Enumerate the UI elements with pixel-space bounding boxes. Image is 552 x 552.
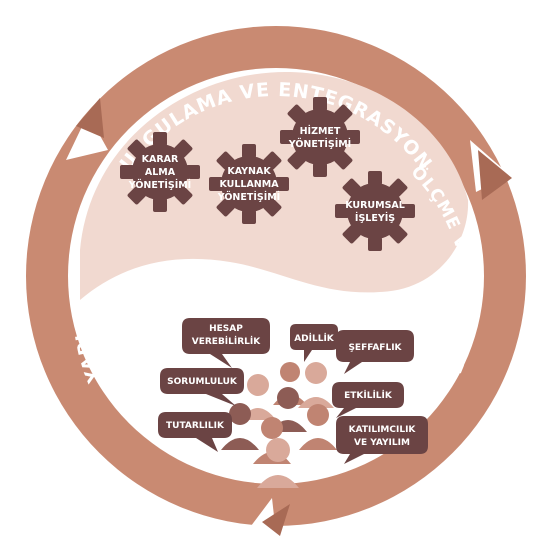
gear-hizmet: HİZMET YÖNETİŞİMİ [280,97,360,177]
bubble-etkililik: ETKİLİLİK [332,382,404,418]
gear-karar-line-2: ALMA [145,167,176,178]
gear-kaynak-line-3: YÖNETİŞİMİ [217,192,280,203]
bubble-sorumluluk-text: SORUMLULUK [167,377,238,387]
bubble-tutarlilik: TUTARLILIK [158,412,232,452]
gear-kaynak: KAYNAK KULLANMA YÖNETİŞİMİ [209,144,289,224]
gear-kurumsal-line-1: KURUMSAL [345,200,405,211]
bubble-katilimcilik-line-1: KATILIMCILIK [349,425,417,435]
ring-arrow-bottom [262,504,290,536]
bubble-adillik-text: ADİLLİK [294,333,335,344]
gear-hizmet-line-1: HİZMET [300,126,341,137]
ring-arrow-left [76,98,104,138]
bubble-seffaflik: ŞEFFAFLIK [336,330,414,374]
bubble-hesap: HESAP VEREBİLİRLİK [182,318,270,368]
ring-divider-left [66,114,108,160]
gear-kaynak-line-1: KAYNAK [227,166,271,177]
ring-arrow-right [478,150,512,200]
people-group [221,362,337,488]
bubble-tutarlilik-text: TUTARLILIK [166,421,225,431]
bubble-seffaflik-text: ŞEFFAFLIK [348,343,402,353]
bubble-sorumluluk: SORUMLULUK [160,368,244,406]
gear-kurumsal: KURUMSAL İŞLEYİŞ [335,171,415,251]
bubble-etkililik-text: ETKİLİLİK [344,390,393,401]
gear-karar-line-1: KARAR [142,154,179,165]
gear-karar: KARAR ALMA YÖNETİŞİMİ [120,132,200,212]
bubble-hesap-line-2: VEREBİLİRLİK [192,336,261,347]
bubble-hesap-line-1: HESAP [209,324,243,334]
bubble-katilimcilik-line-2: VE YAYILIM [354,438,410,448]
gear-kaynak-line-2: KULLANMA [219,179,279,190]
gear-hizmet-line-2: YÖNETİŞİMİ [288,139,351,150]
bubble-katilimcilik: KATILIMCILIK VE YAYILIM [336,416,428,464]
gear-karar-line-3: YÖNETİŞİMİ [128,180,191,191]
bubble-adillik: ADİLLİK [290,324,338,362]
gear-kurumsal-line-2: İŞLEYİŞ [355,213,395,224]
